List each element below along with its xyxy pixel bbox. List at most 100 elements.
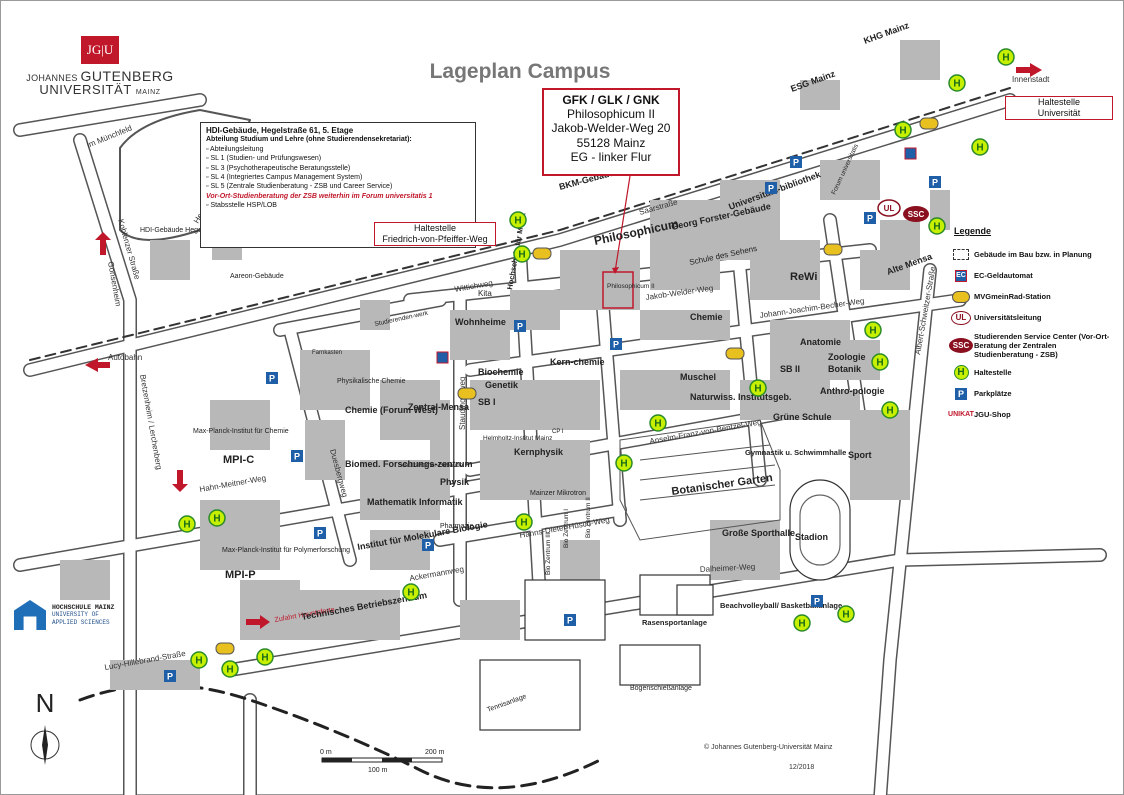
svg-text:H: H — [518, 250, 525, 261]
building-label: Bio Zentrum III — [545, 532, 552, 575]
compass-icon — [30, 725, 60, 765]
svg-text:H: H — [976, 143, 983, 154]
logo-text: UNIVERSITY OF — [52, 611, 99, 619]
building-label: Pharmazie — [440, 523, 474, 530]
svg-text:H: H — [407, 588, 414, 599]
building-label: Helmholtz-Institut Mainz — [483, 435, 552, 442]
legend-text: Universitätsleitung — [974, 313, 1042, 322]
svg-text:H: H — [933, 222, 940, 233]
building-label: Physik — [440, 477, 470, 487]
building-label: Chemie — [690, 312, 723, 322]
building-label: Max-Planck-Institut für Polymerforschung — [222, 547, 350, 554]
parking-icon: P — [164, 670, 176, 682]
hdi-info-box: HDI-Gebäude, Hegelstraße 61, 5. Etage Ab… — [200, 122, 476, 248]
hochschule-logo-icon — [14, 600, 46, 630]
hdi-item: ▫ SL 1 (Studien- und Prüfungswesen) — [206, 155, 322, 163]
hdi-item: ▫ Abteilungsleitung — [206, 145, 264, 153]
parking-icon: P — [610, 338, 622, 350]
svg-text:H: H — [953, 79, 960, 90]
svg-text:H: H — [226, 665, 233, 676]
ssc-icon: SSC — [949, 337, 973, 353]
building-label: Max-Planck-Institut für Chemie — [193, 428, 289, 435]
legend-heading: Legende — [954, 226, 992, 236]
building-label: Kita — [478, 289, 492, 298]
bus-stop-icon: H — [837, 605, 855, 623]
gfk-line: Philosophicum II — [566, 107, 656, 122]
parking-markers: P P P P P P P P P P P P P — [164, 156, 941, 682]
bus-stop-icon: H — [793, 614, 811, 632]
gfk-line: EG - linker Flur — [570, 149, 652, 164]
page-title: Lageplan Campus — [429, 60, 611, 83]
bike-station-icon — [952, 290, 970, 303]
svg-text:200 m: 200 m — [425, 749, 445, 756]
map-legend: Legende Gebäude im Bau bzw. in Planung E… — [948, 226, 1118, 425]
hdi-item: ▫ Stabsstelle HSP/LOB — [206, 202, 277, 210]
bus-stop-icon: H — [190, 651, 208, 669]
ec-atm-icon: EC — [955, 269, 967, 282]
gfk-pointer-line — [614, 175, 631, 273]
parking-icon: P — [514, 320, 526, 332]
svg-text:H: H — [183, 520, 190, 531]
building-label: MPI-C — [223, 454, 254, 466]
parking-icon: P — [564, 614, 576, 626]
building-label: ReWi — [790, 271, 817, 283]
building-label: Grüne Schule — [773, 412, 832, 422]
bus-stop-icon: H — [928, 217, 946, 235]
callout-haltestelle-pfeiffer: Haltestelle Friedrich-von-Pfeiffer-Weg — [374, 222, 496, 246]
gfk-line: GFK / GLK / GNK — [562, 93, 660, 107]
bus-stop-icon: H — [256, 648, 274, 666]
botanical-garden — [619, 419, 781, 541]
legend-text: JGU-Shop — [974, 410, 1011, 419]
building-label: Anthro-pologie — [820, 386, 885, 396]
building-label: Naturwiss. Institutsgeb. — [690, 392, 792, 402]
building-label: Anatomie — [800, 337, 841, 347]
svg-text:H: H — [886, 406, 893, 417]
hdi-title: HDI-Gebäude, Hegelstraße 61, 5. Etage — [206, 126, 354, 135]
bus-stop-icon: H — [221, 660, 239, 678]
bike-station-icon — [215, 117, 939, 655]
gfk-line: 55128 Mainz — [576, 135, 646, 150]
building-label: Philosophicum II — [607, 283, 655, 290]
svg-text:H: H — [798, 619, 805, 630]
bus-stop-icon: H — [894, 121, 912, 139]
gfk-line: Jakob-Welder-Weg 20 — [551, 121, 671, 136]
gfk-location-box: GFK / GLK / GNK Philosophicum II Jakob-W… — [542, 88, 680, 176]
svg-text:P: P — [793, 158, 799, 168]
hdi-item: ▫ SL 4 (Integriertes Campus Management S… — [206, 174, 363, 182]
bus-stop-icon: H — [615, 454, 633, 472]
svg-text:H: H — [213, 514, 220, 525]
bus-stop-icon: H — [515, 513, 533, 531]
shop-icon: UNIKAT — [948, 411, 974, 418]
building-label: Chemie (Forum West) — [345, 405, 438, 415]
building-label: Botanik — [828, 364, 862, 374]
building-label: Zoologie — [828, 352, 866, 362]
scale-bar: 0 m 200 m 100 m — [320, 749, 445, 774]
building-label: Bogenschießanlage — [630, 685, 692, 692]
callout-line: Haltestelle — [413, 223, 457, 233]
building-label: Bio Zentrum II — [585, 497, 592, 538]
bus-stop-icon: H — [749, 379, 767, 397]
building-label: Beachvolleyball/ Basketballanlage — [720, 601, 842, 610]
construction-outline-icon — [953, 249, 969, 260]
svg-text:P: P — [294, 452, 300, 462]
bus-stop-icon: H — [871, 353, 889, 371]
bus-stop-icon: H — [997, 48, 1015, 66]
parking-icon: P — [929, 176, 941, 188]
direction-arrows — [85, 63, 1042, 629]
svg-text:0 m: 0 m — [320, 749, 332, 756]
svg-text:H: H — [620, 459, 627, 470]
parking-icon: P — [955, 387, 967, 400]
logo-text: MAINZ — [135, 89, 161, 96]
building-label: Aareon-Gebäude — [230, 273, 284, 280]
street-label: Innenstadt — [1012, 75, 1050, 84]
svg-text:P: P — [269, 374, 275, 384]
svg-text:H: H — [654, 419, 661, 430]
parking-icon: P — [422, 539, 434, 551]
hdi-item: ▫ SL 5 (Zentrale Studienberatung - ZSB u… — [206, 183, 393, 191]
hdi-item: ▫ SL 3 (Psychotherapeutische Beratungsst… — [206, 164, 351, 172]
jgu-logo-mark: JG|U — [81, 36, 119, 64]
ul-icon: UL — [951, 310, 971, 325]
